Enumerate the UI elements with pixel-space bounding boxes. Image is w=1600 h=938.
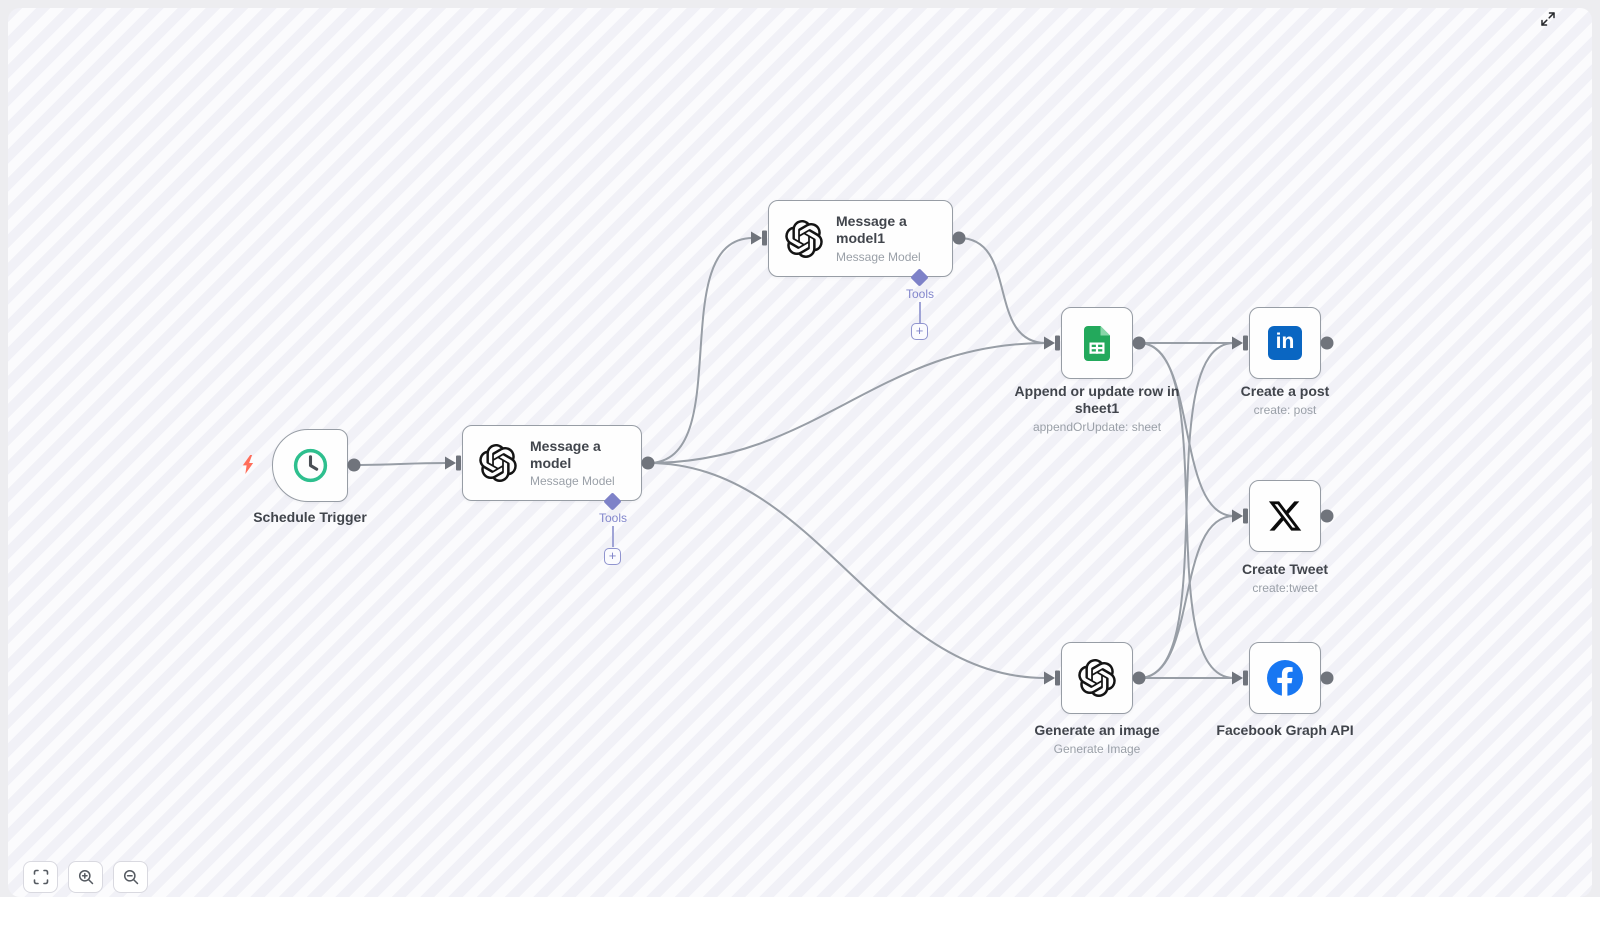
zoom-to-fit-icon [33, 869, 48, 885]
zoom-out-icon [123, 869, 138, 885]
node-title: Message a model1 [836, 213, 907, 246]
openai-icon [479, 444, 517, 482]
x-icon [1267, 498, 1303, 534]
facebook-icon [1267, 660, 1303, 696]
node-operation: appendOrUpdate: sheet [1032, 420, 1162, 435]
node-create-tweet[interactable] [1249, 480, 1321, 552]
zoom-in-icon [78, 869, 93, 885]
node-facebook-graph-api[interactable] [1249, 642, 1321, 714]
node-message-a-model1[interactable]: Message a model1 Message Model [768, 200, 953, 277]
node-label-create-a-post: Create a post create: post [1175, 383, 1395, 418]
node-message-a-model[interactable]: Message a model Message Model [462, 425, 642, 501]
node-operation: create: post [1253, 403, 1317, 418]
tools-port-label: Tools [905, 287, 934, 301]
tools-connector-line [919, 302, 921, 323]
add-tool-button[interactable]: + [911, 323, 928, 340]
node-append-or-update-row-in-sheet1[interactable] [1061, 307, 1133, 379]
canvas-background[interactable] [8, 8, 1592, 897]
linkedin-icon: in [1268, 326, 1302, 360]
node-operation: Generate Image [1053, 742, 1141, 757]
lightning-icon [242, 455, 255, 474]
node-operation: create:tweet [1252, 581, 1318, 596]
openai-icon [785, 220, 823, 258]
canvas-controls [23, 861, 148, 893]
node-subtitle: Message Model [530, 474, 615, 489]
node-generate-an-image[interactable] [1061, 642, 1133, 714]
node-label-schedule-trigger: Schedule Trigger [253, 509, 367, 525]
node-label-create-tweet: Create Tweet create:tweet [1175, 561, 1395, 596]
node-title: Message a model [530, 437, 601, 471]
zoom-to-fit-button[interactable] [23, 861, 58, 893]
add-tool-button[interactable]: + [604, 548, 621, 565]
node-label-generate-an-image: Generate an image Generate Image [987, 722, 1207, 757]
zoom-out-button[interactable] [113, 861, 148, 893]
node-subtitle: Message Model [836, 249, 921, 264]
node-schedule-trigger[interactable] [272, 429, 348, 502]
expand-icon [1541, 12, 1555, 26]
node-label-sheets: Append or update row in sheet1 appendOrU… [987, 383, 1207, 435]
expand-button[interactable] [1538, 9, 1558, 29]
google-sheets-icon [1084, 326, 1110, 361]
zoom-in-button[interactable] [68, 861, 103, 893]
tools-port-label: Tools [598, 511, 627, 525]
clock-icon [292, 447, 329, 484]
tools-connector-line [612, 526, 614, 547]
workflow-editor: Schedule Trigger Message a model Message… [0, 0, 1600, 897]
node-create-a-post[interactable]: in [1249, 307, 1321, 379]
node-label-facebook-graph-api: Facebook Graph API [1216, 722, 1354, 738]
openai-icon [1078, 659, 1116, 697]
